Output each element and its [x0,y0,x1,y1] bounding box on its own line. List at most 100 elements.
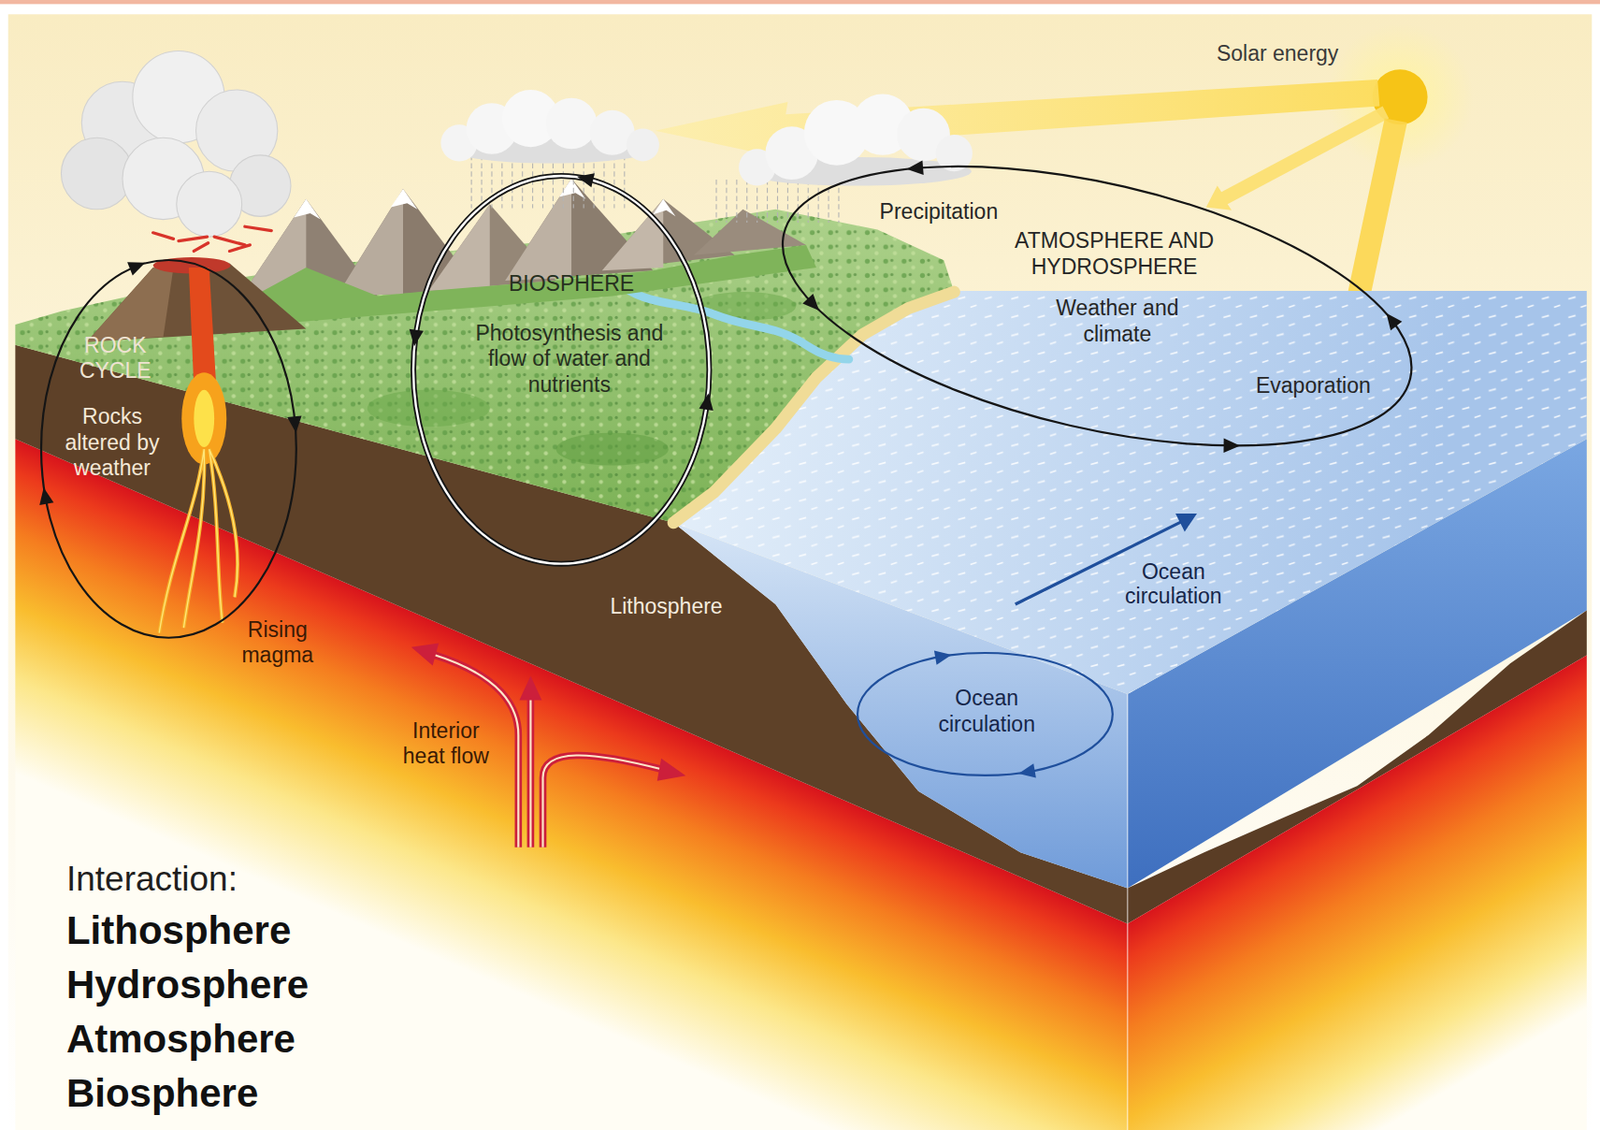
loop-arrowhead [698,392,713,410]
loop-arrowhead [906,160,923,175]
vegetation-patch [556,432,669,466]
text-slot: ATMOSPHERE AND HYDROSPHERE [981,228,1248,280]
heat-flow-label: Interior heat flow [392,718,501,768]
mantle-side-face [1127,655,1587,1130]
text-slot: Photosynthesis and flow of water and nut… [472,320,666,399]
sphere-name: Biosphere [66,1070,475,1116]
loop-arrowhead [287,416,302,433]
cloud [626,128,660,161]
loop-arrowhead [576,172,595,188]
loop-arrowhead [1018,763,1037,779]
magma-core [193,389,215,447]
loop-ring [41,259,297,638]
mountain [602,199,664,271]
loop-arrowhead [934,650,952,665]
eruption-cloud [60,51,291,252]
mountain [428,203,490,291]
snow-cap [390,188,418,210]
loop-heading: ATMOSPHERE AND HYDROSPHERE [981,228,1248,280]
current-arrowhead [1175,513,1197,533]
loop-body: Rocks altered by weather [49,403,174,482]
top-rule [0,0,1600,4]
loop-arrowhead [1223,438,1240,453]
text-slot: Biosphere [66,1070,475,1116]
text-slot: Evaporation [1226,373,1401,400]
text-slot: Weather and climate [1040,295,1195,347]
beach [673,291,954,523]
sun-ray-arrow [655,79,1381,159]
ocean-circulation-loop: Ocean circulation [840,635,1130,793]
atmosphere-hydrosphere-loop: PrecipitationATMOSPHERE AND HYDROSPHERE W… [765,149,1428,462]
sun-label: Solar energy [1165,41,1390,66]
sphere-name: Atmosphere [66,1016,475,1062]
biosphere-loop: BIOSPHERE Photosynthesis and flow of wate… [396,158,726,581]
rock-cycle-loop: ROCK CYCLE Rocks altered by weather [24,243,314,655]
heat-arrow [529,697,532,847]
loop-ring [413,175,709,564]
snow-cap [293,199,320,220]
loop-ring [756,114,1439,498]
ash-puff [176,171,243,237]
loop-heading: ROCK CYCLE [54,332,177,385]
loop-arrowhead [1385,313,1402,332]
sphere-name: Hydrosphere [66,962,475,1008]
mountain-range [234,178,817,325]
loop-ring [413,175,709,564]
text-slot: ROCK CYCLE [54,332,177,385]
loop-arrowhead [127,261,145,275]
text-slot: Lithosphere [66,908,475,953]
block-edge [1126,693,1129,1130]
heat-arrowhead [411,642,439,665]
sky-ground [8,14,1593,1130]
list-heading: Interaction: [66,859,475,900]
heat-arrowhead [657,758,687,781]
text-slot: Ocean circulation [915,685,1059,737]
text-slot: Ocean circulation [1107,559,1240,609]
loop-heading: BIOSPHERE [459,271,684,298]
text-slot: Rising magma [231,617,324,667]
loop-ring [857,652,1113,776]
magma-label: Rising magma [231,617,324,667]
heat-arrowhead [518,675,542,700]
loop-body: Photosynthesis and flow of water and nut… [472,320,666,399]
sun-ray-arrow [1206,105,1389,210]
loop-arrowhead [39,488,54,506]
text-slot: Rocks altered by weather [49,403,174,482]
foothills [234,245,817,325]
rain [716,179,839,223]
magma-veins [158,448,238,633]
loop-body: Weather and climate [1040,295,1195,347]
text-slot: Interior heat flow [392,718,501,768]
ash-puff [60,137,132,209]
text-slot: Solar energy [1165,41,1390,66]
loop-label: Ocean circulation [915,685,1059,737]
cloud [546,98,598,150]
heat-arrow [543,754,664,847]
process-label: Precipitation [836,199,1041,226]
text-slot: BIOSPHERE [459,271,684,298]
magma-veins [158,448,238,633]
sphere-name: Lithosphere [66,908,475,953]
text-slot: Atmosphere [66,1016,475,1062]
text-slot: Precipitation [836,199,1041,226]
vegetation-patch [367,389,491,427]
heat-arrow [527,697,535,847]
text-slot: Interaction: [66,859,475,900]
heat-arrow [543,754,664,847]
process-label: Evaporation [1226,373,1401,400]
current-label: Ocean circulation [1107,559,1240,609]
snow-cap [652,199,676,217]
loop-arrowhead [802,293,820,311]
volcano-cone [86,267,174,343]
text-slot: Lithosphere [563,593,768,619]
layer-label: Lithosphere [563,593,768,619]
lava-spatter [153,226,273,251]
text-slot: Hydrosphere [66,962,475,1008]
loop-arrowhead [409,328,424,346]
magma-conduit [188,267,217,389]
